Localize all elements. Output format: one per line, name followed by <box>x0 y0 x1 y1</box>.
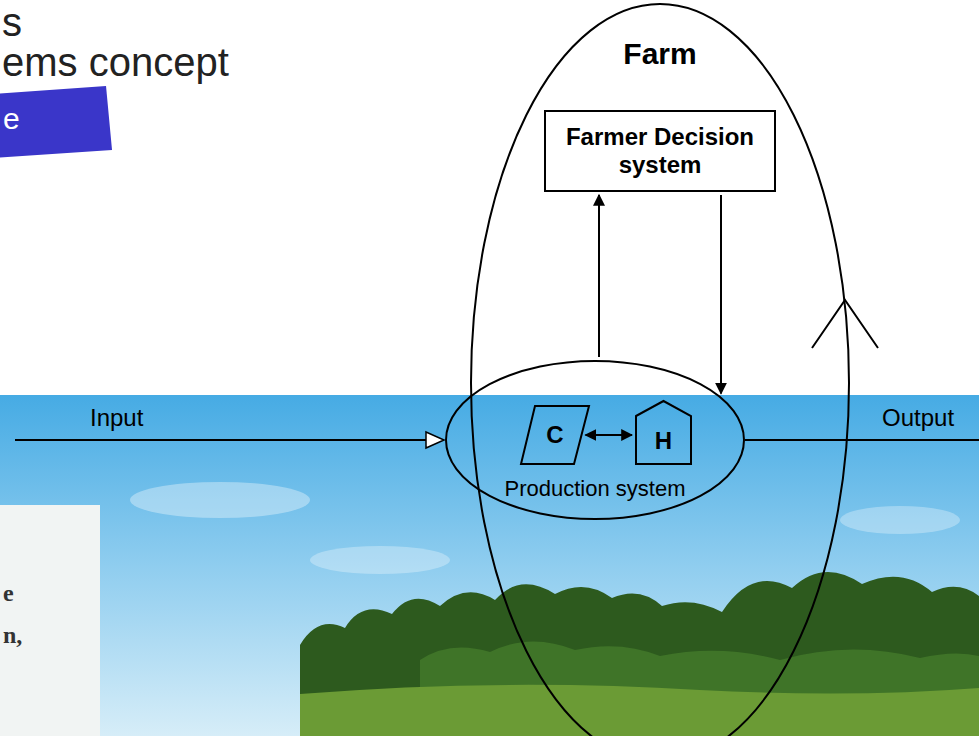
cloud <box>310 546 450 574</box>
connector-arrow <box>720 195 722 394</box>
output-label: Output <box>882 404 954 431</box>
farm-ellipse: FarmFarmer Decision systemProduction sys… <box>470 3 850 736</box>
decision-box: Farmer Decision system <box>544 110 776 192</box>
crop-parallelogram: C <box>520 405 590 465</box>
panel-text-fragment: e <box>3 580 14 606</box>
panel-text-fragment: n, <box>3 622 22 648</box>
grass-field <box>300 685 979 736</box>
cloud <box>130 482 310 518</box>
panel-text-fragment-holder: n, <box>3 622 22 649</box>
slide-title-fragment: s <box>2 0 22 44</box>
tree-line <box>300 572 979 736</box>
text-panel <box>0 505 100 736</box>
slide-title-fragment: ems concept <box>2 40 229 84</box>
output-line <box>745 439 979 441</box>
herd-house: H <box>635 400 692 465</box>
herd-house-text: H <box>655 427 672 455</box>
output-label-holder: Output <box>882 404 954 432</box>
input-line <box>15 439 426 441</box>
production-ellipse-text: Production system <box>445 476 745 502</box>
input-label: Input <box>90 404 143 431</box>
input-label-holder: Input <box>90 404 143 432</box>
decision-box-text: Farmer Decision system <box>556 123 764 179</box>
herd-house-shape <box>636 401 691 464</box>
crop-parallelogram-text: C <box>546 421 563 449</box>
callout-box-text: e <box>3 102 20 135</box>
slide-title-fragment-holder: s <box>2 0 22 45</box>
connector-arrow <box>586 434 633 436</box>
production-ellipse: Production system C H <box>445 360 745 520</box>
production-ellipse-shape <box>446 361 744 519</box>
sky-photo <box>0 395 979 736</box>
callout-box-text-holder: e <box>3 102 20 136</box>
slide-title-fragment-holder: ems concept <box>2 40 229 85</box>
cloud <box>840 506 960 534</box>
input-arrowhead <box>426 432 444 448</box>
blue-callout-box <box>0 86 112 158</box>
connector-arrow <box>598 195 600 357</box>
crop-parallelogram-shape <box>521 406 589 464</box>
farm-ellipse-text: Farm <box>470 37 850 71</box>
panel-text-fragment-holder: e <box>3 580 14 607</box>
